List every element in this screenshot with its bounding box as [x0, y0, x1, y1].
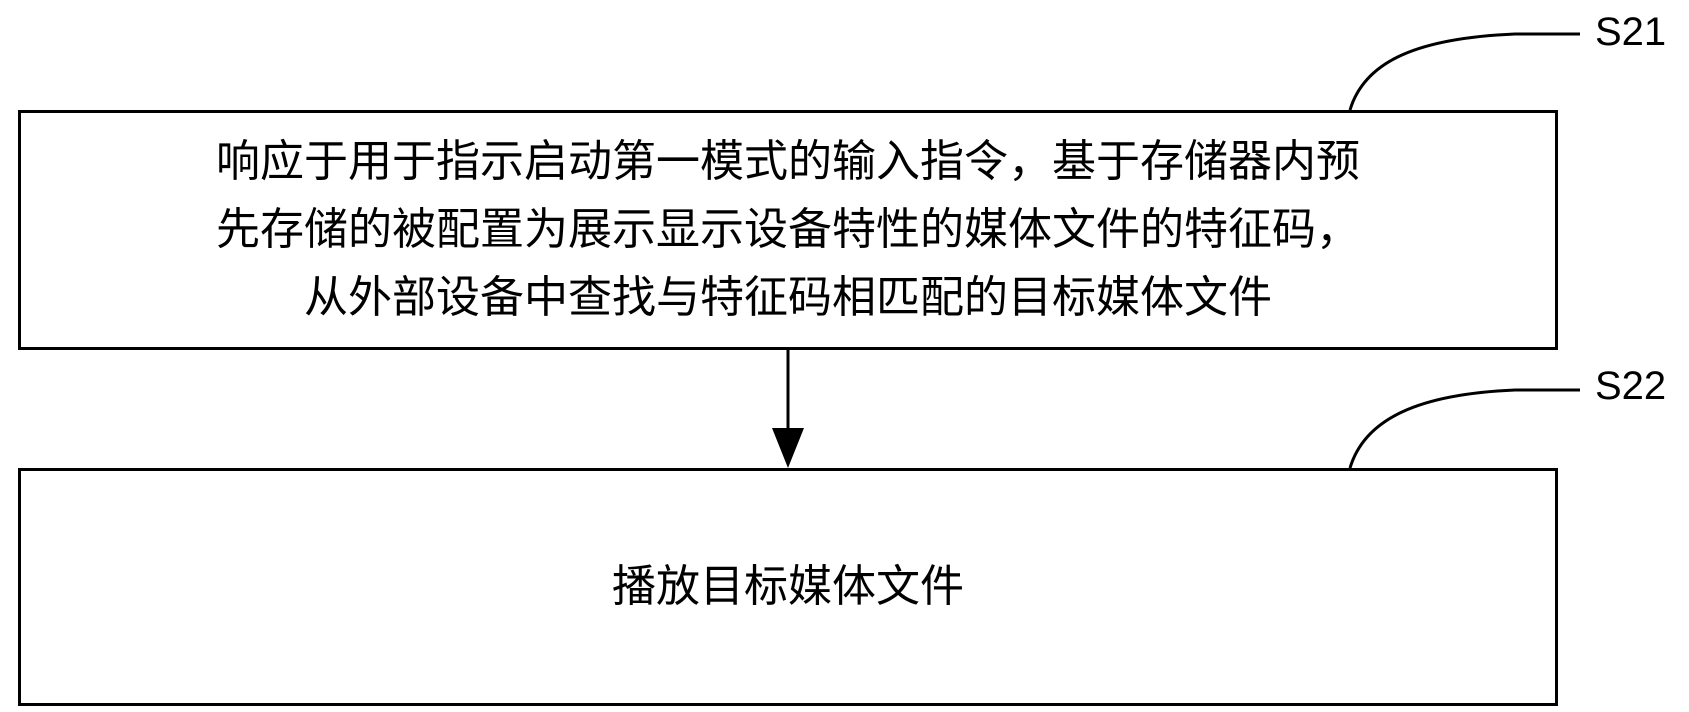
- step-box-s22: 播放目标媒体文件: [18, 468, 1558, 706]
- step-text-s22: 播放目标媒体文件: [612, 553, 964, 621]
- leader-line-s21: [1348, 32, 1580, 111]
- step-text-line: 响应于用于指示启动第一模式的输入指令，基于存储器内预: [216, 136, 1360, 187]
- step-text-line: 从外部设备中查找与特征码相匹配的目标媒体文件: [304, 272, 1272, 323]
- step-text-line: 播放目标媒体文件: [612, 561, 964, 612]
- step-label-s21: S21: [1595, 10, 1667, 54]
- step-text-line: 先存储的被配置为展示显示设备特性的媒体文件的特征码，: [216, 204, 1360, 255]
- step-text-s21: 响应于用于指示启动第一模式的输入指令，基于存储器内预 先存储的被配置为展示显示设…: [216, 128, 1360, 332]
- flow-arrow-head: [772, 428, 804, 468]
- leader-line-s22: [1348, 388, 1580, 469]
- step-label-s22: S22: [1595, 364, 1667, 408]
- step-box-s21: 响应于用于指示启动第一模式的输入指令，基于存储器内预 先存储的被配置为展示显示设…: [18, 110, 1558, 350]
